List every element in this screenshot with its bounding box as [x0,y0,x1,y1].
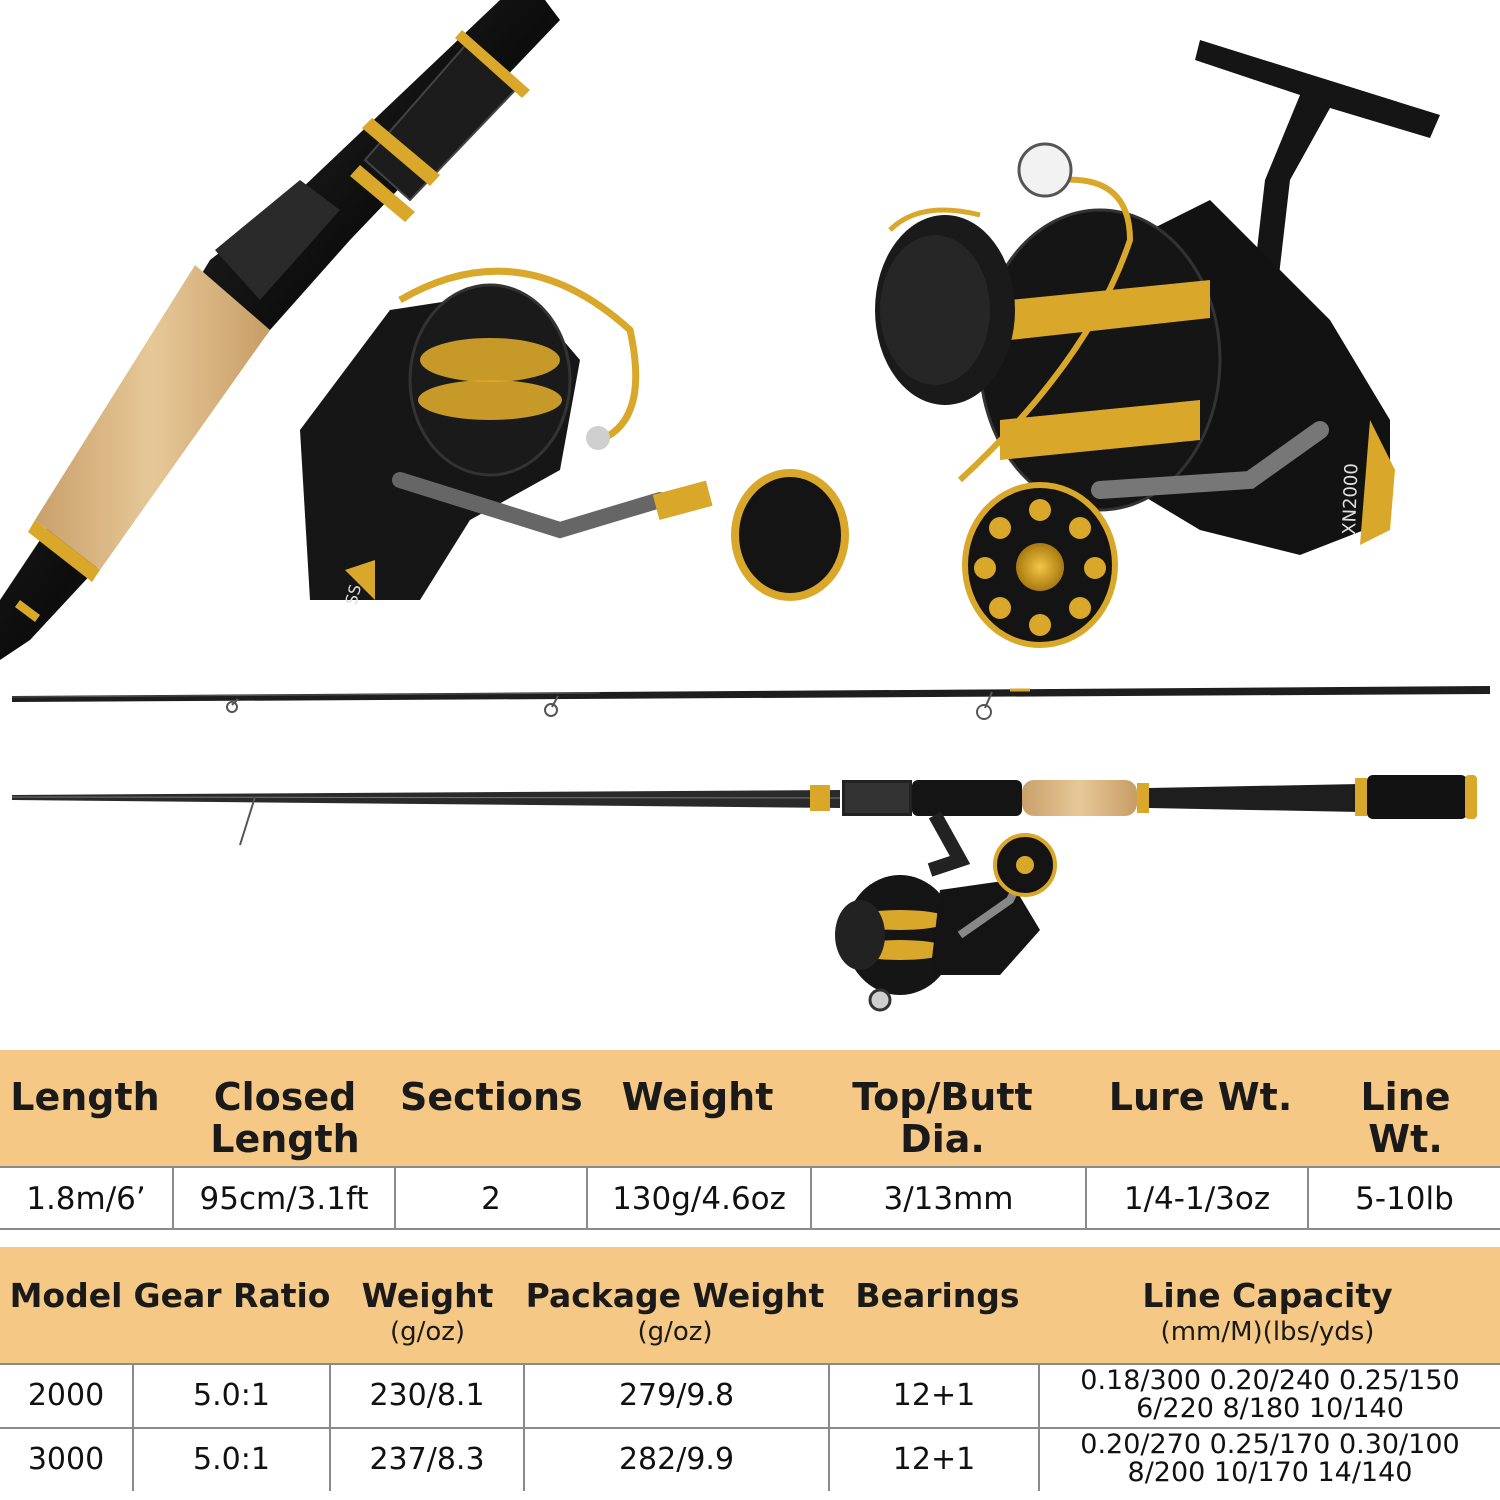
divider [810,1168,812,1228]
reel-header-gear-ratio: Gear Ratio [133,1276,331,1315]
rod-header-length: Length [10,1075,160,1119]
reel-table-header: Model Gear Ratio Weight (g/oz) Package W… [0,1247,1500,1363]
reel-cell-model: 3000 [27,1442,105,1477]
capacity-lbs: 6/220 8/180 10/140 [1136,1393,1404,1424]
rod-value-closed-length: 95cm/3.1ft [199,1181,369,1217]
divider [1038,1365,1040,1427]
divider [1038,1429,1040,1491]
svg-text:SS: SS [341,582,365,607]
divider [329,1429,331,1491]
divider [586,1168,588,1228]
capacity-lbs: 8/200 10/170 14/140 [1127,1457,1413,1488]
reel-header-bearings: Bearings [855,1276,1020,1315]
reel-header-line-capacity-unit: (mm/M)(lbs/yds) [1160,1317,1375,1347]
reel-cell-line-capacity: 0.20/270 0.25/170 0.30/100 8/200 10/170 … [1040,1431,1500,1491]
divider [329,1365,331,1427]
rod-reel-illustration: SS [0,0,1490,1012]
reel-cell-model: 2000 [27,1378,105,1413]
reel-left: SS [300,267,849,607]
rod-butt-section [11,775,1477,1012]
divider [394,1168,396,1228]
reel-cell-weight: 230/8.1 [369,1378,485,1413]
divider [132,1429,134,1491]
divider [828,1365,830,1427]
reel-cell-gear-ratio: 5.0:1 [193,1378,270,1413]
reel-cell-package-weight: 282/9.9 [618,1442,735,1477]
rod-value-length: 1.8m/6’ [26,1181,146,1217]
divider [1085,1168,1087,1228]
divider [172,1168,174,1228]
reel-cell-bearings: 12+1 [892,1442,976,1477]
divider [523,1365,525,1427]
reel-header-line-capacity: Line Capacity [1142,1276,1393,1315]
rod-header-lure-wt: Lure Wt. [1108,1075,1293,1119]
divider [1307,1168,1309,1228]
rod-header-sections: Sections [400,1075,583,1119]
table-row: 2000 5.0:1 230/8.1 279/9.8 12+1 0.18/300… [0,1363,1500,1427]
rod-value-sections: 2 [481,1181,501,1217]
rod-closeup [0,0,560,660]
reel-spec-table: Model Gear Ratio Weight (g/oz) Package W… [0,1247,1500,1500]
reel-cell-bearings: 12+1 [892,1378,976,1413]
reel-header-package-weight: Package Weight [525,1276,825,1315]
rod-header-closed-length: Closed Length [210,1075,360,1161]
rod-table-header: Length Closed Length Sections Weight Top… [0,1050,1500,1166]
reel-header-model: Model [9,1276,123,1315]
reel-right: XN2000 [875,40,1440,648]
rod-value-top-butt-dia: 3/13mm [883,1181,1014,1217]
rod-value-weight: 130g/4.6oz [612,1181,786,1217]
rod-spec-table: Length Closed Length Sections Weight Top… [0,1050,1500,1230]
rod-header-top-butt-dia: Top/Butt Dia. [852,1075,1033,1161]
reel-cell-package-weight: 279/9.8 [618,1378,735,1413]
rod-header-line-wt: Line Wt. [1360,1075,1451,1161]
reel-cell-weight: 237/8.3 [369,1442,485,1477]
reel-table-body: 2000 5.0:1 230/8.1 279/9.8 12+1 0.18/300… [0,1363,1500,1500]
product-photo: SS [0,0,1490,1012]
rod-table-row: 1.8m/6’ 95cm/3.1ft 2 130g/4.6oz 3/13mm 1… [0,1166,1500,1230]
table-row: 3000 5.0:1 237/8.3 282/9.9 12+1 0.20/270… [0,1427,1500,1491]
divider [828,1429,830,1491]
rod-value-lure-wt: 1/4-1/3oz [1123,1181,1271,1217]
rod-value-line-wt: 5-10lb [1355,1181,1454,1217]
reel-cell-line-capacity: 0.18/300 0.20/240 0.25/150 6/220 8/180 1… [1040,1367,1500,1427]
rod-header-weight: Weight [621,1075,774,1119]
reel-cell-gear-ratio: 5.0:1 [193,1442,270,1477]
divider [132,1365,134,1427]
capacity-mm: 0.18/300 0.20/240 0.25/150 [1080,1365,1460,1396]
reel-header-weight-unit: (g/oz) [389,1317,466,1347]
capacity-mm: 0.20/270 0.25/170 0.30/100 [1080,1429,1460,1460]
reel-header-weight: Weight [361,1276,494,1315]
reel-model-marking: XN2000 [1339,463,1362,535]
rod-tip-section [11,686,1490,720]
divider [523,1429,525,1491]
reel-header-package-weight-unit: (g/oz) [637,1317,713,1347]
